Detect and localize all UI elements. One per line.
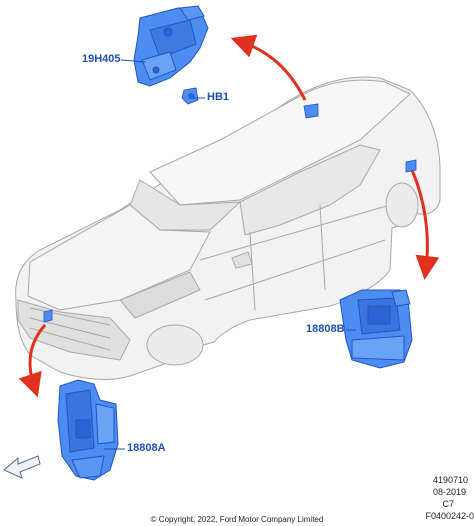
arrow-to-bracket (230, 34, 307, 101)
callout-HB1: HB1 (207, 91, 230, 103)
arrow-to-rear-sensor (410, 169, 440, 280)
rear-sensor-part-18808B (339, 289, 413, 369)
front-wheel-arch (146, 324, 204, 366)
marker-bracket-location (303, 103, 319, 119)
location-markers (43, 103, 417, 323)
illustration-revision: C7 (442, 499, 454, 509)
leader-lines (104, 59, 356, 450)
arrow-to-front-sensor (18, 324, 47, 398)
vehicle-body (15, 76, 441, 380)
hood (27, 204, 211, 311)
callout-18808B: 18808B (306, 323, 345, 335)
illustration-date: 08-2019 (432, 487, 466, 497)
headlight (119, 271, 201, 319)
figure-id: F0400242-0 (425, 511, 474, 521)
copyright-notice: © Copyright, 2022, Ford Motor Company Li… (150, 515, 324, 524)
side-windows (239, 144, 381, 236)
callout-arrows (18, 34, 440, 398)
callout-18808A: 18808A (127, 442, 166, 454)
callout-19H405: 19H405 (82, 53, 121, 65)
direction-arrow-icon (3, 455, 41, 479)
clip-part-HB1 (181, 87, 199, 105)
bracket-part-19H405 (133, 5, 209, 87)
marker-rear-location (405, 159, 417, 173)
illustration-code: 4190710 (432, 475, 468, 485)
marker-front-location (43, 309, 53, 323)
front-sensor-part-18808A (57, 379, 119, 481)
side-mirror (231, 251, 253, 269)
rear-wheel-arch (385, 182, 419, 228)
